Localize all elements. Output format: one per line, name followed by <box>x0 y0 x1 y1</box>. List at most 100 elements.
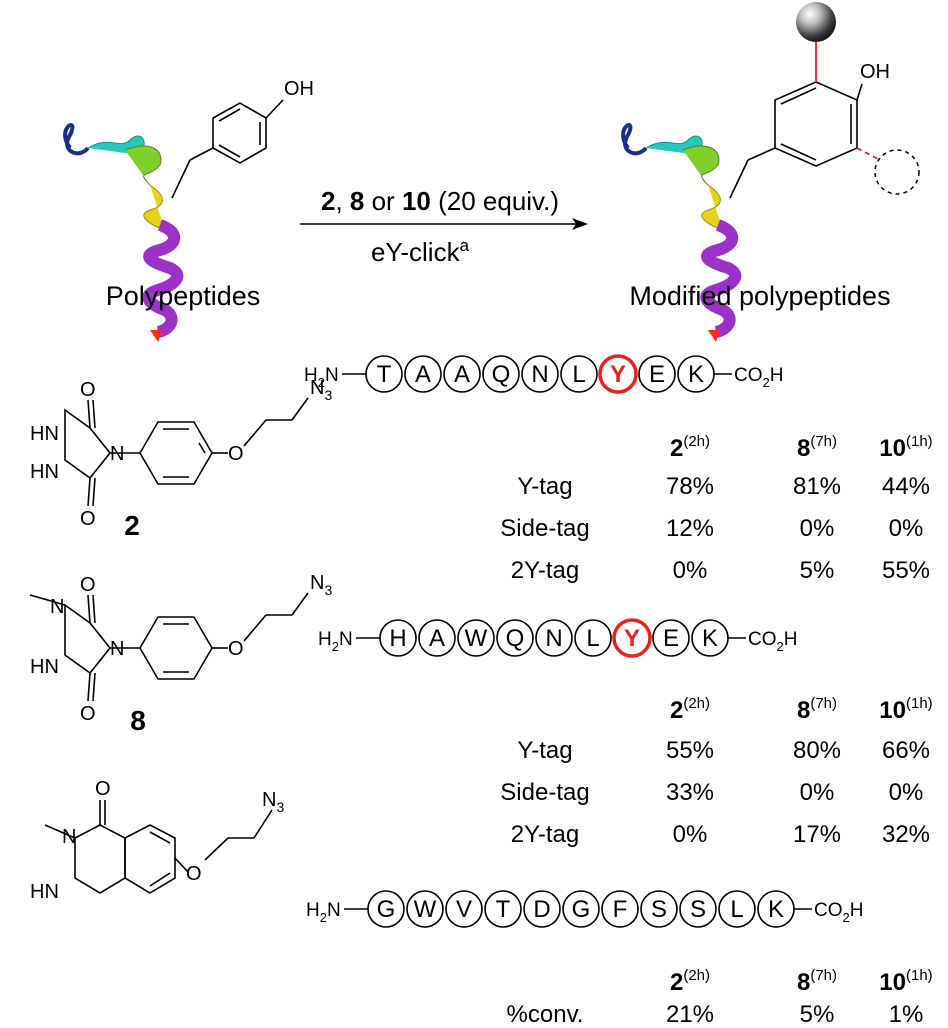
residue-label: E <box>649 361 665 388</box>
residue-label-highlight: Y <box>610 361 626 388</box>
residue-label: L <box>730 896 743 923</box>
reagent-equiv: (20 equiv.) <box>431 186 559 216</box>
c-term-tail: H <box>850 900 864 921</box>
header-compound-number: 10 <box>879 697 906 724</box>
residue-circle <box>640 890 678 928</box>
table-row-label: %conv. <box>507 1001 584 1028</box>
residue-circle <box>601 890 639 928</box>
c10-azide: N3 <box>262 789 284 815</box>
residue-circle <box>457 619 495 657</box>
n-term-base: H <box>304 365 318 386</box>
header-reaction-time: (2h) <box>683 433 710 450</box>
reagent-compound-2: 2 <box>321 186 335 216</box>
table-row-label: Side-tag <box>500 779 589 806</box>
residue-label: A <box>454 361 470 388</box>
c10-azide-sub: 3 <box>276 799 284 815</box>
c-term-sub: 2 <box>843 910 850 925</box>
table-cell-value: 5% <box>800 557 835 584</box>
table-cell-value: 0% <box>673 557 708 584</box>
c2-azide-sub: 3 <box>324 387 332 403</box>
red-dashed-bond <box>856 147 881 161</box>
header-reaction-time: (7h) <box>810 695 837 712</box>
table-row-label: Side-tag <box>500 515 589 542</box>
n-term-base: H <box>306 900 320 921</box>
residue-label: K <box>688 361 704 388</box>
residue-label: L <box>572 361 585 388</box>
c2-atom-hn-1: HN <box>30 423 59 445</box>
header-reaction-time: (2h) <box>683 967 710 984</box>
table-row-label: 2Y-tag <box>511 557 580 584</box>
n-term-sub: 2 <box>318 375 325 390</box>
start-label: Polypeptides <box>106 281 261 311</box>
residue-circle <box>367 890 405 928</box>
residue-label: G <box>572 896 591 923</box>
table-cell-value: 0% <box>800 515 835 542</box>
residue-label: Q <box>506 625 525 652</box>
c-terminus-label: CO2H <box>734 365 783 390</box>
c-term-sub: 2 <box>777 639 784 654</box>
c8-atom-o-top: O <box>80 574 96 596</box>
compound-10-structure: O N HN O N3 <box>30 778 284 903</box>
condition-text: eY-clicka <box>371 236 470 267</box>
header-compound-number: 8 <box>797 969 810 996</box>
table-cell-value: 0% <box>889 515 924 542</box>
residue-circle <box>443 355 481 393</box>
residue-circle <box>379 619 417 657</box>
c-term-base: CO <box>748 629 777 650</box>
residue-circle <box>484 890 522 928</box>
condition-base: eY-click <box>371 237 461 267</box>
c2-atom-hn-2: HN <box>30 461 59 483</box>
n-term-sub: 2 <box>320 910 327 925</box>
c2-atom-o-bottom: O <box>80 508 96 530</box>
helix-ribbon-right <box>621 123 742 342</box>
reaction-arrow: 2, 8 or 10 (20 equiv.) eY-clicka <box>300 186 588 267</box>
residue-label: K <box>768 896 784 923</box>
residue-label: T <box>377 361 392 388</box>
c8-azide-sub: 3 <box>324 582 332 598</box>
table-column-header: 8(7h) <box>797 433 837 462</box>
residue-circle <box>445 890 483 928</box>
residue-circle <box>560 355 598 393</box>
c2-atom-o-ether: O <box>228 443 244 465</box>
compound-8-structure: O N HN N O O N3 8 <box>29 572 332 736</box>
table-cell-value: 32% <box>882 821 930 848</box>
compound-8-id: 8 <box>130 705 146 736</box>
header-compound-number: 8 <box>797 435 810 462</box>
residue-circle <box>406 890 444 928</box>
table-cell-value: 81% <box>793 473 841 500</box>
residue-circle-highlight <box>612 618 652 658</box>
residue-circle <box>496 619 534 657</box>
residue-label: W <box>465 625 488 652</box>
residue-label: F <box>613 896 628 923</box>
residue-circle-highlight <box>598 354 638 394</box>
residue-circle <box>652 619 690 657</box>
residue-label: D <box>533 896 550 923</box>
table-cell-value: 1% <box>889 1001 924 1028</box>
header-reaction-time: (2h) <box>683 695 710 712</box>
table-cell-value: 0% <box>889 779 924 806</box>
residue-circle <box>679 890 717 928</box>
residue-circle <box>638 355 676 393</box>
c-term-sub: 2 <box>763 375 770 390</box>
c8-atom-hn: HN <box>30 656 59 678</box>
residue-circle <box>482 355 520 393</box>
c2-atom-o-top: O <box>80 379 96 401</box>
table-column-header: 2(2h) <box>670 695 710 724</box>
c8-azide-n: N <box>310 572 324 594</box>
table-cell-value: 80% <box>793 737 841 764</box>
n-term-base: H <box>318 629 332 650</box>
c-terminus-label: CO2H <box>748 629 797 654</box>
residue-label: S <box>690 896 706 923</box>
tyrosine-structure-left <box>171 99 284 199</box>
header-reaction-time: (1h) <box>906 967 933 984</box>
residue-circle <box>418 619 456 657</box>
c-terminus-label: CO2H <box>814 900 863 925</box>
table-cell-value: 55% <box>666 737 714 764</box>
c8-atom-n: N <box>110 638 124 660</box>
c8-azide: N3 <box>310 572 332 598</box>
reagent-compound-8: 8 <box>350 186 364 216</box>
